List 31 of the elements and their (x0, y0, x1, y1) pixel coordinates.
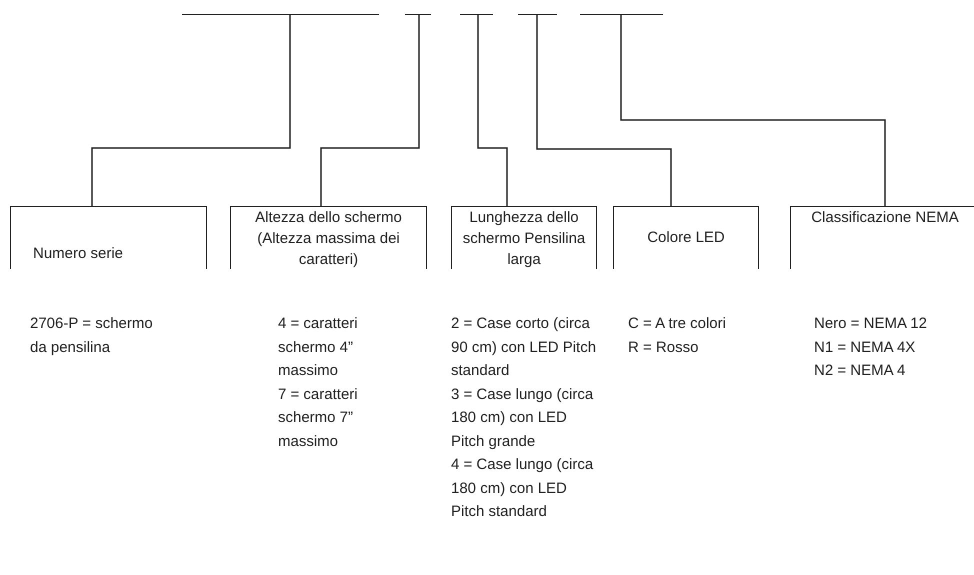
field-bracket (451, 206, 597, 269)
option-description: 2 = Case corto (circa 90 cm) con LED Pitch standard (451, 314, 598, 381)
field-heading: Numero serie (32, 244, 124, 264)
code-field-line (405, 14, 431, 16)
option-description: 3 = Case lungo (circa 180 cm) con LED Pitch grande (451, 384, 594, 452)
option-description: 4 = Case lungo (circa 180 cm) con LED Pitch standard (451, 455, 594, 522)
leader-line (477, 15, 508, 206)
field-bracket (613, 206, 759, 269)
option-description: Nero = NEMA 12 (814, 314, 928, 334)
option-description: C = A tre colori (628, 314, 727, 334)
option-description: N2 = NEMA 4 (814, 361, 906, 381)
option-description: R = Rosso (628, 338, 700, 358)
leader-line (91, 15, 291, 206)
option-description: 2706-P = schermo da pensilina (30, 314, 154, 358)
option-description: N1 = NEMA 4X (814, 338, 916, 358)
field-bracket (790, 206, 974, 269)
field-bracket (10, 206, 207, 269)
option-description: 7 = caratteri schermo 7” massimo (278, 384, 359, 452)
field-heading: Colore LED (646, 228, 726, 248)
leader-line (620, 15, 886, 206)
code-field-line (580, 14, 663, 16)
field-heading: Altezza dello schermo (Altezza massima dei caratteri) (254, 208, 403, 270)
field-bracket (230, 206, 427, 269)
code-field-line (518, 14, 557, 16)
leader-line (536, 15, 672, 206)
option-description: 4 = caratteri schermo 4” massimo (278, 314, 359, 381)
leader-line (320, 15, 420, 206)
code-field-line (460, 14, 493, 16)
field-heading: Classificazione NEMA (810, 208, 960, 228)
code-field-line (182, 14, 379, 16)
field-heading: Lunghezza dello schermo Pensilina larga (462, 208, 586, 270)
